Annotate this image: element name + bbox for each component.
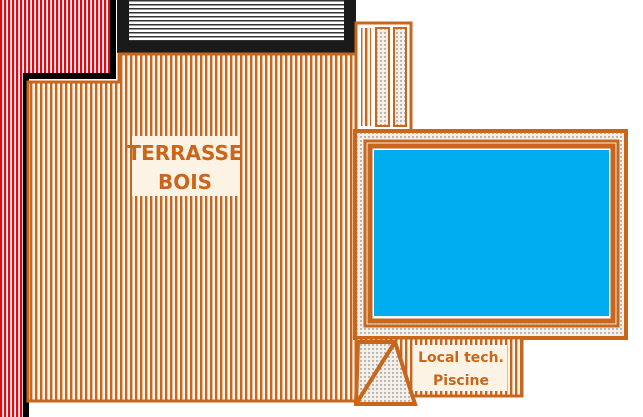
deck-strip-slat-1 (361, 28, 371, 126)
terrace-label-bg (132, 136, 240, 196)
access-hatch-diagonal (354, 340, 397, 406)
deck-strip-slat-3 (393, 27, 407, 127)
terrace-label-line1: TERRASSE (127, 141, 242, 165)
tech-label-line2: Piscine (433, 373, 489, 389)
tech-label-line1: Local tech. (418, 350, 504, 366)
pool-surround-inner-border (363, 139, 620, 328)
pool-water (374, 150, 609, 316)
terrace-label-line2: BOIS (158, 170, 212, 194)
red-wall-area (0, 0, 113, 417)
tech-label-bg (415, 345, 507, 391)
access-hatch (353, 340, 418, 406)
wood-terrace (26, 52, 358, 403)
deck-strip-slat-2 (375, 27, 390, 127)
building-window (129, 0, 344, 41)
house-wall-outline (23, 0, 116, 417)
